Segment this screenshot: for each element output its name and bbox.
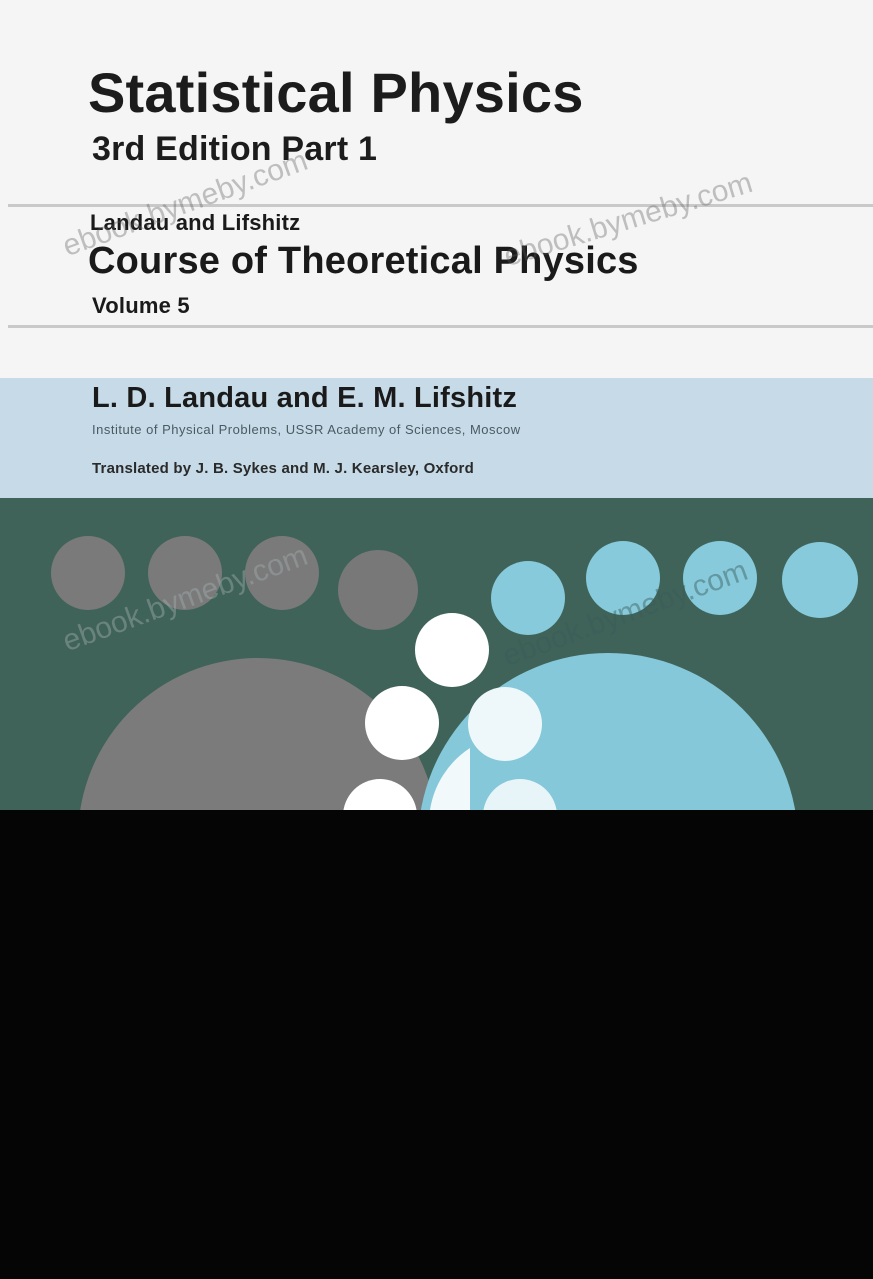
white-circle — [343, 779, 417, 810]
light-blue-circle — [586, 541, 660, 615]
grey-semicircle — [80, 658, 436, 810]
book-title: Statistical Physics — [88, 61, 584, 124]
white-circle — [483, 779, 557, 810]
title-divider — [8, 204, 873, 207]
light-blue-circle — [683, 541, 757, 615]
author-names: L. D. Landau and E. M. Lifshitz — [92, 382, 518, 414]
volume-label: Volume 5 — [92, 293, 190, 318]
grey-circle — [245, 536, 319, 610]
translator-credit: Translated by J. B. Sykes and M. J. Kear… — [92, 460, 474, 477]
white-circle — [468, 687, 542, 761]
series-divider — [8, 325, 873, 328]
series-title: Course of Theoretical Physics — [88, 240, 639, 282]
author-band — [0, 378, 873, 498]
circle-artwork — [0, 498, 873, 810]
grey-circle — [148, 536, 222, 610]
white-circle — [415, 613, 489, 687]
light-blue-circle — [782, 542, 858, 618]
white-circle — [365, 686, 439, 760]
grey-circle — [51, 536, 125, 610]
white-arc — [430, 748, 470, 810]
author-affiliation: Institute of Physical Problems, USSR Aca… — [92, 422, 521, 437]
edition-label: 3rd Edition Part 1 — [92, 130, 378, 168]
light-blue-circle — [491, 561, 565, 635]
series-authors: Landau and Lifshitz — [90, 210, 301, 235]
lower-black-band — [0, 810, 873, 1279]
circle-artwork-graphic — [51, 536, 858, 810]
title-band — [0, 0, 873, 378]
grey-circle — [338, 550, 418, 630]
